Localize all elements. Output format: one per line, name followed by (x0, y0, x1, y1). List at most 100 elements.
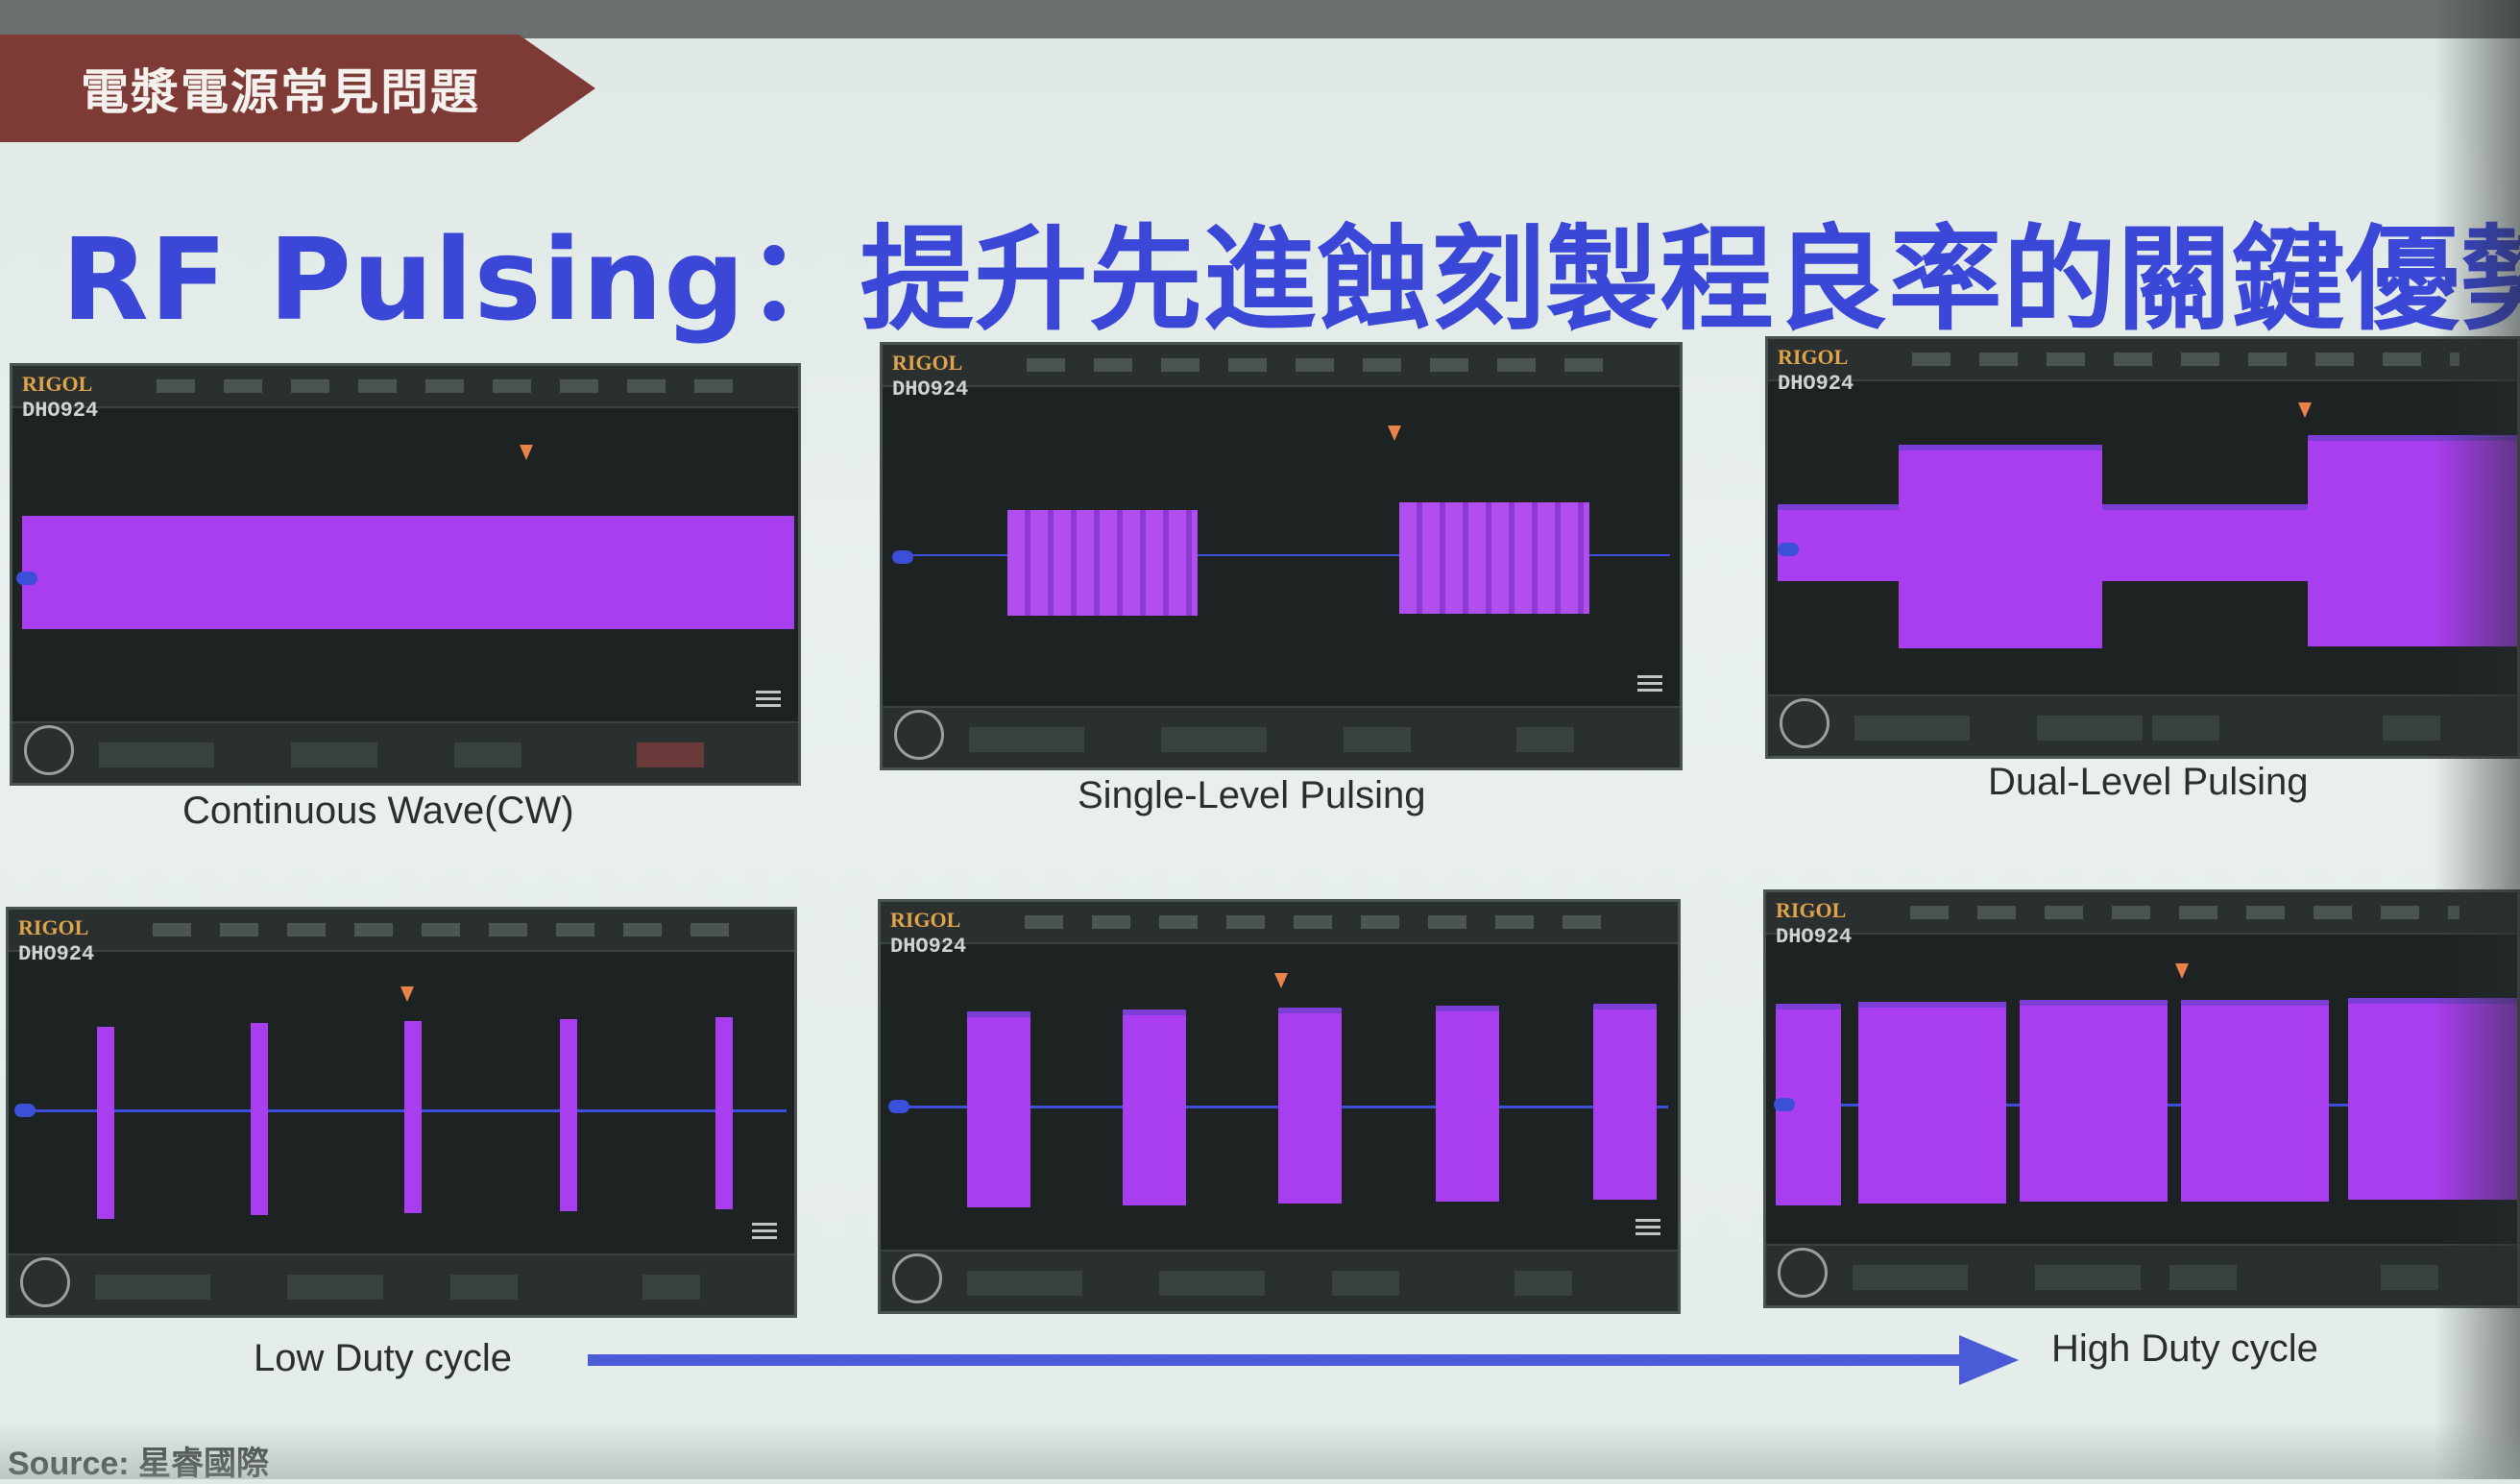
scope-model: DHO924 (892, 377, 969, 401)
menu-icon (1637, 675, 1662, 693)
scope-low-duty: RIGOL DHO924 (6, 907, 797, 1318)
duty-arrow-head-icon (1959, 1335, 2019, 1385)
scope-model: DHO924 (1776, 925, 1853, 949)
channel-box (967, 1271, 1082, 1296)
channel-box (454, 742, 521, 767)
channel-box (1854, 716, 1970, 741)
channel-box (2152, 716, 2219, 741)
trigger-marker (2298, 402, 2312, 418)
scope-knob-icon (892, 1253, 942, 1303)
caption-dual: Dual-Level Pulsing (1988, 761, 2309, 803)
pulse (715, 1017, 733, 1209)
scope-brand: RIGOL (892, 351, 963, 375)
menu-icon (1636, 1219, 1660, 1236)
channel-box (1161, 727, 1267, 752)
scope-brand: RIGOL (22, 372, 93, 396)
pulse (967, 1011, 1030, 1207)
scope-brand: RIGOL (18, 915, 89, 939)
scope-mid-duty: RIGOL DHO924 (878, 899, 1681, 1314)
scope-knob-icon (20, 1257, 70, 1307)
scope-single: RIGOL DHO924 (880, 342, 1683, 770)
channel-marker (16, 572, 37, 585)
channel-box (969, 727, 1084, 752)
label-high-duty: High Duty cycle (2051, 1327, 2318, 1370)
menu-icon (752, 1223, 777, 1240)
scope-readouts (153, 923, 737, 937)
channel-box (2383, 716, 2440, 741)
scope-knob-icon (24, 725, 74, 775)
bottom-shadow (0, 1422, 2520, 1479)
scope-model: DHO924 (22, 399, 99, 423)
cw-waveform (22, 516, 794, 629)
channel-marker (1778, 543, 1799, 556)
dual-level-high (2308, 435, 2517, 646)
channel-box (1159, 1271, 1265, 1296)
channel-box (1514, 1271, 1572, 1296)
scope-model: DHO924 (890, 935, 967, 959)
channel-box (1332, 1271, 1399, 1296)
dual-level-high (1899, 445, 2102, 648)
scope-readouts (1027, 358, 1622, 372)
source-credit: Source: 星睿國際 (8, 1446, 270, 1482)
pulse (1123, 1010, 1186, 1205)
slide-title: RF Pulsing：提升先進蝕刻製程良率的關鍵優勢 (61, 213, 2520, 346)
scope-cw: RIGOL DHO924 (10, 363, 801, 786)
scope-high-duty: RIGOL DHO924 (1763, 889, 2520, 1308)
channel-box (291, 742, 377, 767)
channel-box (99, 742, 214, 767)
scope-knob-icon (1778, 1248, 1828, 1298)
scope-knob-icon (1780, 698, 1829, 748)
channel-box (2381, 1265, 2438, 1290)
trigger-marker (1388, 426, 1401, 441)
channel-marker (1774, 1098, 1795, 1111)
channel-marker (888, 1100, 909, 1113)
scope-brand: RIGOL (1778, 345, 1849, 369)
channel-box (287, 1275, 383, 1300)
pulse (1278, 1008, 1342, 1204)
trigger-marker (400, 986, 414, 1002)
caption-cw: Continuous Wave(CW) (182, 790, 574, 832)
channel-box (642, 1275, 700, 1300)
top-band (0, 0, 2520, 38)
channel-box (1853, 1265, 1968, 1290)
baseline (902, 554, 1670, 556)
channel-box (637, 742, 704, 767)
pulse (251, 1023, 268, 1215)
channel-box (2037, 716, 2143, 741)
scope-model: DHO924 (1778, 372, 1854, 396)
channel-box (95, 1275, 210, 1300)
pulse (2348, 998, 2517, 1200)
scope-readouts (1025, 915, 1620, 929)
section-ribbon: 電漿電源常見問題 (0, 35, 595, 142)
scope-model: DHO924 (18, 942, 95, 966)
section-tag: 電漿電源常見問題 (81, 64, 480, 120)
trigger-marker (2175, 963, 2189, 979)
label-low-duty: Low Duty cycle (254, 1337, 512, 1379)
pulse (2181, 1000, 2329, 1202)
trigger-marker (520, 445, 533, 460)
pulse (1858, 1002, 2006, 1204)
channel-marker (892, 550, 913, 564)
pulse-burst (1007, 510, 1198, 616)
pulse (2020, 1000, 2168, 1202)
scope-brand: RIGOL (890, 908, 961, 932)
scope-brand: RIGOL (1776, 898, 1847, 922)
channel-box (2035, 1265, 2141, 1290)
baseline (18, 1109, 787, 1112)
pulse (404, 1021, 422, 1213)
channel-box (1344, 727, 1411, 752)
scope-knob-icon (894, 710, 944, 760)
trigger-marker (1274, 973, 1288, 988)
duty-arrow-line (588, 1354, 1971, 1366)
channel-marker (14, 1104, 36, 1117)
scope-dual: RIGOL DHO924 (1765, 336, 2520, 759)
channel-box (2169, 1265, 2237, 1290)
pulse (1436, 1006, 1499, 1202)
pulse-burst (1399, 502, 1589, 614)
scope-readouts (1912, 353, 2459, 366)
channel-box (450, 1275, 518, 1300)
caption-single: Single-Level Pulsing (1078, 774, 1426, 816)
pulse (560, 1019, 577, 1211)
channel-box (1516, 727, 1574, 752)
pulse (1593, 1004, 1657, 1200)
